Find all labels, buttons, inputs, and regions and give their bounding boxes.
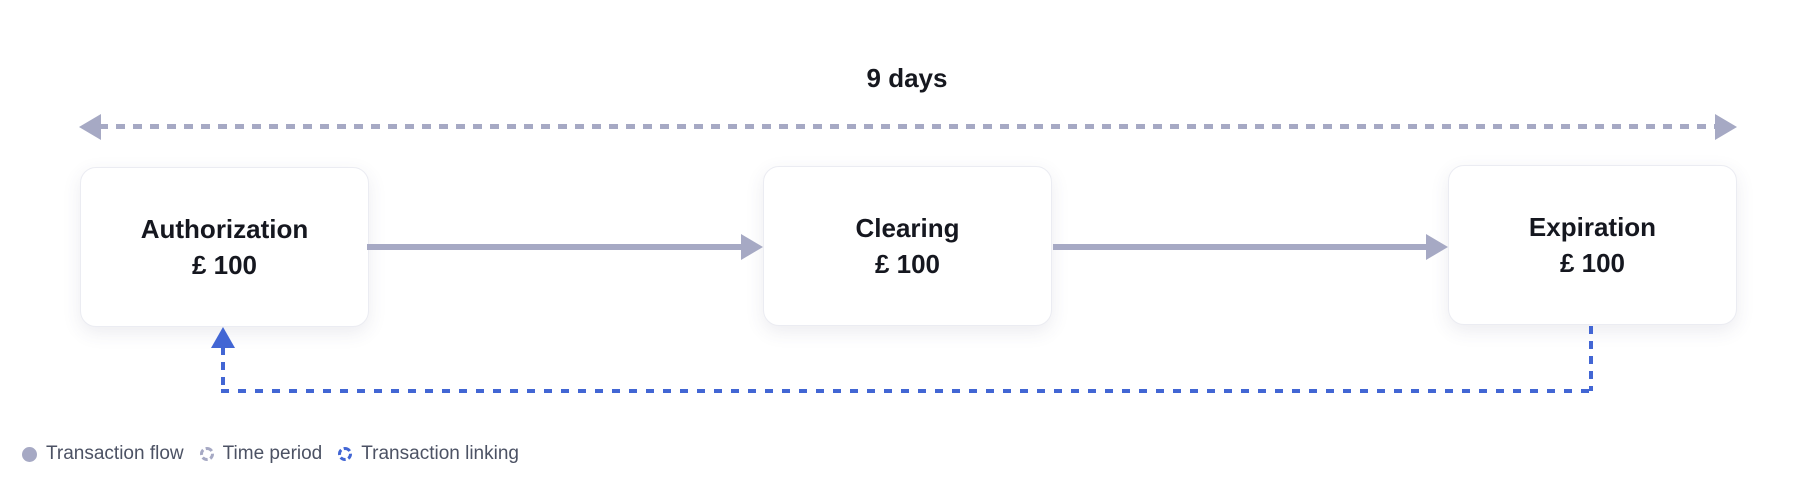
arrowhead-up-icon bbox=[211, 327, 235, 348]
time-period-label: 9 days bbox=[866, 63, 948, 93]
flow-arrow-clearing-to-expiration bbox=[1053, 244, 1426, 250]
dashed-circle-blue-icon bbox=[338, 447, 353, 461]
solid-circle-icon bbox=[22, 446, 37, 462]
node-clearing: Clearing £ 100 bbox=[763, 166, 1052, 326]
legend-label: Transaction linking bbox=[361, 443, 519, 464]
node-amount: £ 100 bbox=[1559, 248, 1626, 278]
legend-item-transaction-linking: Transaction linking bbox=[338, 443, 519, 465]
node-title: Clearing bbox=[855, 213, 960, 243]
linking-line-horizontal bbox=[221, 389, 1593, 393]
legend-item-time-period: Time period bbox=[199, 443, 323, 465]
linking-line-up-to-authorization bbox=[221, 347, 225, 393]
node-title: Authorization bbox=[140, 214, 309, 244]
legend: Transaction flow Time period Transaction… bbox=[22, 443, 519, 465]
legend-label: Time period bbox=[222, 443, 323, 464]
time-period-dashed-line bbox=[99, 124, 1716, 129]
node-expiration: Expiration £ 100 bbox=[1448, 165, 1737, 325]
arrowhead-right-icon bbox=[741, 234, 763, 260]
node-amount: £ 100 bbox=[874, 249, 941, 279]
linking-line-down-from-expiration bbox=[1589, 326, 1593, 391]
flow-arrow-auth-to-clearing bbox=[367, 244, 741, 250]
node-title: Expiration bbox=[1528, 212, 1657, 242]
arrowhead-right-icon bbox=[1715, 114, 1737, 140]
dashed-circle-icon bbox=[199, 447, 214, 461]
arrowhead-left-icon bbox=[79, 114, 101, 140]
node-authorization: Authorization £ 100 bbox=[80, 167, 369, 327]
legend-item-transaction-flow: Transaction flow bbox=[22, 443, 184, 465]
arrowhead-right-icon bbox=[1426, 234, 1448, 260]
node-amount: £ 100 bbox=[191, 250, 258, 280]
legend-label: Transaction flow bbox=[46, 443, 184, 464]
